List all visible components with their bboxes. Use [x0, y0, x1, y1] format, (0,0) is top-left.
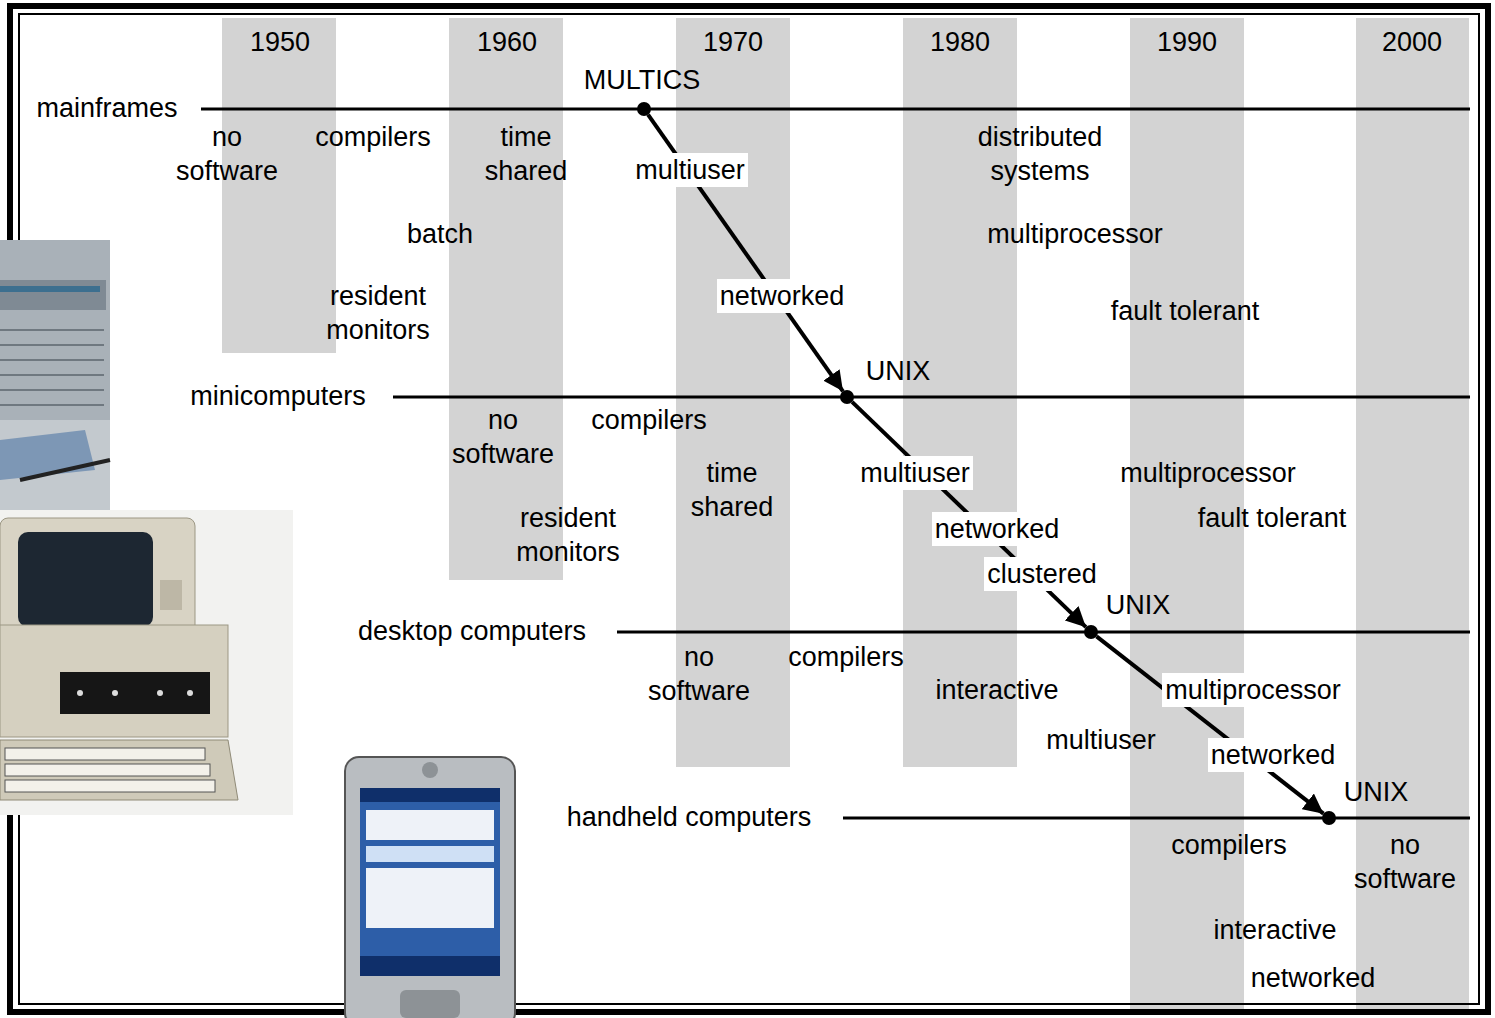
decade-label: 2000 — [1382, 25, 1442, 59]
decade-band — [1356, 18, 1469, 1010]
milestone-label: UNIX — [866, 354, 931, 388]
timeline — [617, 631, 1470, 634]
decade-label: 1960 — [477, 25, 537, 59]
timeline-label: clustered — [984, 557, 1100, 591]
timeline-label: multiprocessor — [1120, 456, 1296, 490]
milestone-label: UNIX — [1106, 588, 1171, 622]
decade-label: 1950 — [250, 25, 310, 59]
desktop-pc-photo — [0, 510, 293, 815]
timeline-label: interactive — [935, 673, 1058, 707]
timeline-label: minicomputers — [190, 379, 366, 413]
timeline-label: no software — [1340, 828, 1470, 896]
timeline-label: distributed systems — [955, 120, 1125, 188]
timeline-label: mainframes — [36, 91, 177, 125]
timeline-label: handheld computers — [567, 800, 812, 834]
timeline-label: compilers — [591, 403, 707, 437]
frame — [10, 6, 1488, 1012]
timeline — [201, 108, 1470, 111]
decade-label: 1980 — [930, 25, 990, 59]
milestone-dot: MULTICS — [637, 102, 651, 116]
milestone-dot: UNIX — [1322, 811, 1336, 825]
timeline-label: resident monitors — [498, 501, 638, 569]
timeline-label: networked — [1251, 961, 1376, 995]
timeline-label: networked — [717, 279, 848, 313]
timeline-label: fault tolerant — [1198, 501, 1347, 535]
timeline-label: time shared — [461, 120, 591, 188]
timeline-label: compilers — [788, 640, 904, 674]
timeline-label: multiuser — [857, 456, 973, 490]
frame — [19, 14, 1479, 1004]
migration-arrow — [852, 402, 1086, 627]
timeline — [843, 817, 1470, 820]
timeline — [393, 396, 1470, 399]
milestone-label: UNIX — [1344, 775, 1409, 809]
milestone-label: MULTICS — [584, 63, 701, 97]
timeline-label: no software — [438, 403, 568, 471]
timeline-label: no software — [162, 120, 292, 188]
mainframe-photo — [0, 240, 110, 510]
timeline-label: resident monitors — [308, 279, 448, 347]
handheld-photo — [345, 757, 515, 1018]
timeline-label: fault tolerant — [1111, 294, 1260, 328]
timeline-label: interactive — [1213, 913, 1336, 947]
timeline-label: batch — [407, 217, 473, 251]
milestone-dot: UNIX — [1084, 625, 1098, 639]
timeline-label: compilers — [1171, 828, 1287, 862]
timeline-label: networked — [1208, 738, 1339, 772]
timeline-label: multiprocessor — [1162, 673, 1344, 707]
decade-band — [449, 18, 563, 580]
timeline-label: multiprocessor — [987, 217, 1163, 251]
timeline-label: multiuser — [1046, 723, 1156, 757]
milestone-dot: UNIX — [840, 390, 854, 404]
timeline-label: networked — [932, 512, 1063, 546]
timeline-label: no software — [634, 640, 764, 708]
decade-label: 1970 — [703, 25, 763, 59]
timeline-label: multiuser — [632, 153, 748, 187]
decade-label: 1990 — [1157, 25, 1217, 59]
timeline-label: desktop computers — [358, 614, 586, 648]
timeline-label: time shared — [667, 456, 797, 524]
timeline-label: compilers — [315, 120, 431, 154]
